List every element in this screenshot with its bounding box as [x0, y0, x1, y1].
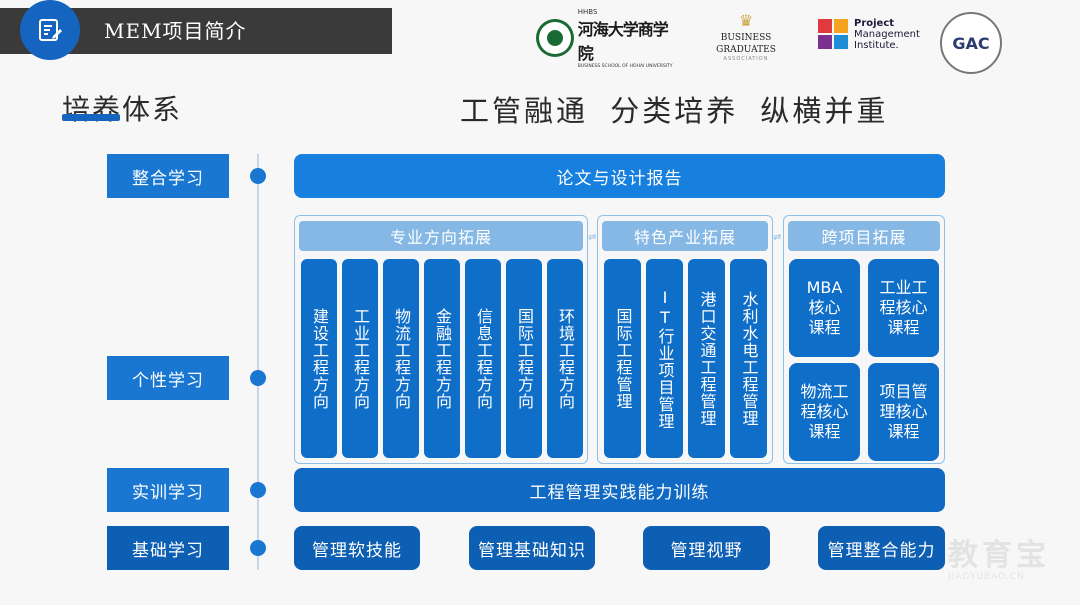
basic-vision: 管理视野 — [643, 526, 770, 570]
group-professional: 专业方向拓展 建设工程方向 工业工程方向 物流工程方向 金融工程方向 信息工程方… — [294, 215, 588, 464]
pmi-line-3: Institute. — [854, 39, 899, 51]
direction-column: 物流工程方向 — [383, 259, 419, 458]
industry-column: 水利水电工程管理 — [730, 259, 767, 458]
group-industry-title: 特色产业拓展 — [602, 221, 768, 251]
basic-soft-skills: 管理软技能 — [294, 526, 420, 570]
level-practice: 实训学习 — [107, 468, 229, 512]
core-course-tile: 项目管 理核心 课程 — [868, 363, 939, 461]
direction-column: 国际工程方向 — [506, 259, 542, 458]
timeline-dot — [250, 168, 266, 184]
thesis-report-bar: 论文与设计报告 — [294, 154, 945, 198]
industry-column: 国际工程管理 — [604, 259, 641, 458]
core-course-tile: 工业工 程核心 课程 — [868, 259, 939, 357]
pmi-line-2: Management — [854, 28, 920, 40]
group-professional-title: 专业方向拓展 — [299, 221, 583, 251]
group-cross-program-title: 跨项目拓展 — [788, 221, 940, 251]
level-personalized: 个性学习 — [107, 356, 229, 400]
crown-icon: ♛ — [738, 11, 754, 30]
watermark-main: 教育宝 — [948, 538, 1050, 573]
basic-fundamentals: 管理基础知识 — [469, 526, 595, 570]
level-integration: 整合学习 — [107, 154, 229, 198]
section-title: 培养体系 — [62, 93, 183, 126]
basic-integration: 管理整合能力 — [818, 526, 945, 570]
direction-column: 建设工程方向 — [301, 259, 337, 458]
timeline-line — [257, 154, 259, 570]
watermark: 教育宝 JIAOYUBAO.CN — [948, 530, 1050, 582]
gac-logo-mark: GAC — [952, 33, 990, 53]
direction-column: 工业工程方向 — [342, 259, 378, 458]
level-foundation: 基础学习 — [107, 526, 229, 570]
practice-training-bar: 工程管理实践能力训练 — [294, 468, 945, 512]
industry-column: IT行业项目管理 — [646, 259, 683, 458]
direction-column: 信息工程方向 — [465, 259, 501, 458]
bga-logo-name: BUSINESS GRADUATES — [716, 33, 776, 55]
timeline-dot — [250, 540, 266, 556]
industry-column: 港口交通工程管理 — [688, 259, 725, 458]
double-arrow-icon: ⇌ — [588, 232, 597, 243]
hohai-logo: HHBS 河海大学商学院 BUSINESS SCHOOL OF HOHAI UN… — [536, 7, 682, 69]
pmi-logo: Project Management Institute. — [816, 14, 932, 54]
header-icon-badge — [20, 0, 80, 60]
group-cross-program: 跨项目拓展 MBA 核心 课程 工业工 程核心 课程 物流工 程核心 课程 项目… — [783, 215, 945, 464]
timeline-dot — [250, 370, 266, 386]
pmi-line-1: Project — [854, 17, 895, 29]
pmi-mark-icon — [818, 19, 848, 49]
bga-logo: ♛ BUSINESS GRADUATES ASSOCIATION — [690, 10, 802, 66]
header-title: MEM项目简介 — [104, 19, 247, 43]
hohai-logo-subtitle: BUSINESS SCHOOL OF HOHAI UNIVERSITY — [577, 63, 673, 69]
watermark-sub: JIAOYUBAO.CN — [948, 572, 1025, 582]
core-course-tile: 物流工 程核心 课程 — [789, 363, 860, 461]
double-arrow-icon: ⇌ — [773, 232, 782, 243]
timeline-dot — [250, 482, 266, 498]
direction-column: 金融工程方向 — [424, 259, 460, 458]
hohai-seal-icon — [536, 19, 574, 57]
edit-note-icon — [39, 19, 62, 41]
section-title-underline — [62, 114, 120, 121]
hohai-logo-name: 河海大学商学院 — [577, 19, 669, 63]
group-industry: 特色产业拓展 国际工程管理 IT行业项目管理 港口交通工程管理 水利水电工程管理 — [597, 215, 773, 464]
slogan: 工管融通 分类培养 纵横并重 — [460, 94, 889, 128]
direction-column: 环境工程方向 — [547, 259, 583, 458]
core-course-tile: MBA 核心 课程 — [789, 259, 860, 357]
hohai-logo-abbr: HHBS — [577, 7, 598, 16]
gac-logo: GAC — [940, 12, 1002, 74]
bga-logo-subtitle: ASSOCIATION — [723, 56, 769, 62]
